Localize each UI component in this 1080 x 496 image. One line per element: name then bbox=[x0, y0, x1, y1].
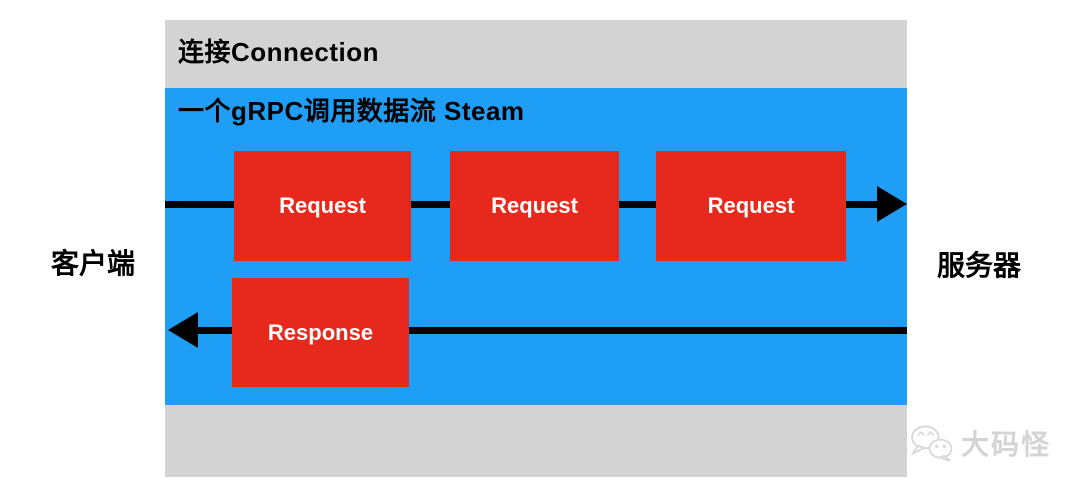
server-label: 服务器 bbox=[937, 250, 1022, 281]
response-arrow-line bbox=[198, 327, 907, 334]
arrow-left-icon bbox=[168, 312, 198, 348]
arrow-right-icon bbox=[877, 186, 907, 222]
request-box-2: Request bbox=[450, 151, 619, 261]
connection-title: 连接Connection bbox=[178, 37, 379, 67]
request-box-3: Request bbox=[656, 151, 846, 261]
watermark-text: 大码怪 bbox=[961, 429, 1052, 460]
watermark: 大码怪 bbox=[908, 423, 1051, 463]
request-label-1: Request bbox=[279, 193, 366, 218]
response-box: Response bbox=[232, 278, 409, 387]
connection-box: 连接Connection 一个gRPC调用数据流 Steam Request R… bbox=[165, 20, 907, 477]
stream-box: 一个gRPC调用数据流 Steam Request Request Reques… bbox=[165, 88, 907, 405]
client-label: 客户端 bbox=[51, 248, 136, 279]
wechat-icon bbox=[910, 425, 953, 462]
response-label: Response bbox=[267, 319, 374, 345]
request-label-3: Request bbox=[707, 193, 795, 218]
request-label-2: Request bbox=[491, 193, 578, 218]
stream-title: 一个gRPC调用数据流 Steam bbox=[178, 96, 525, 126]
request-box-1: Request bbox=[234, 151, 411, 261]
